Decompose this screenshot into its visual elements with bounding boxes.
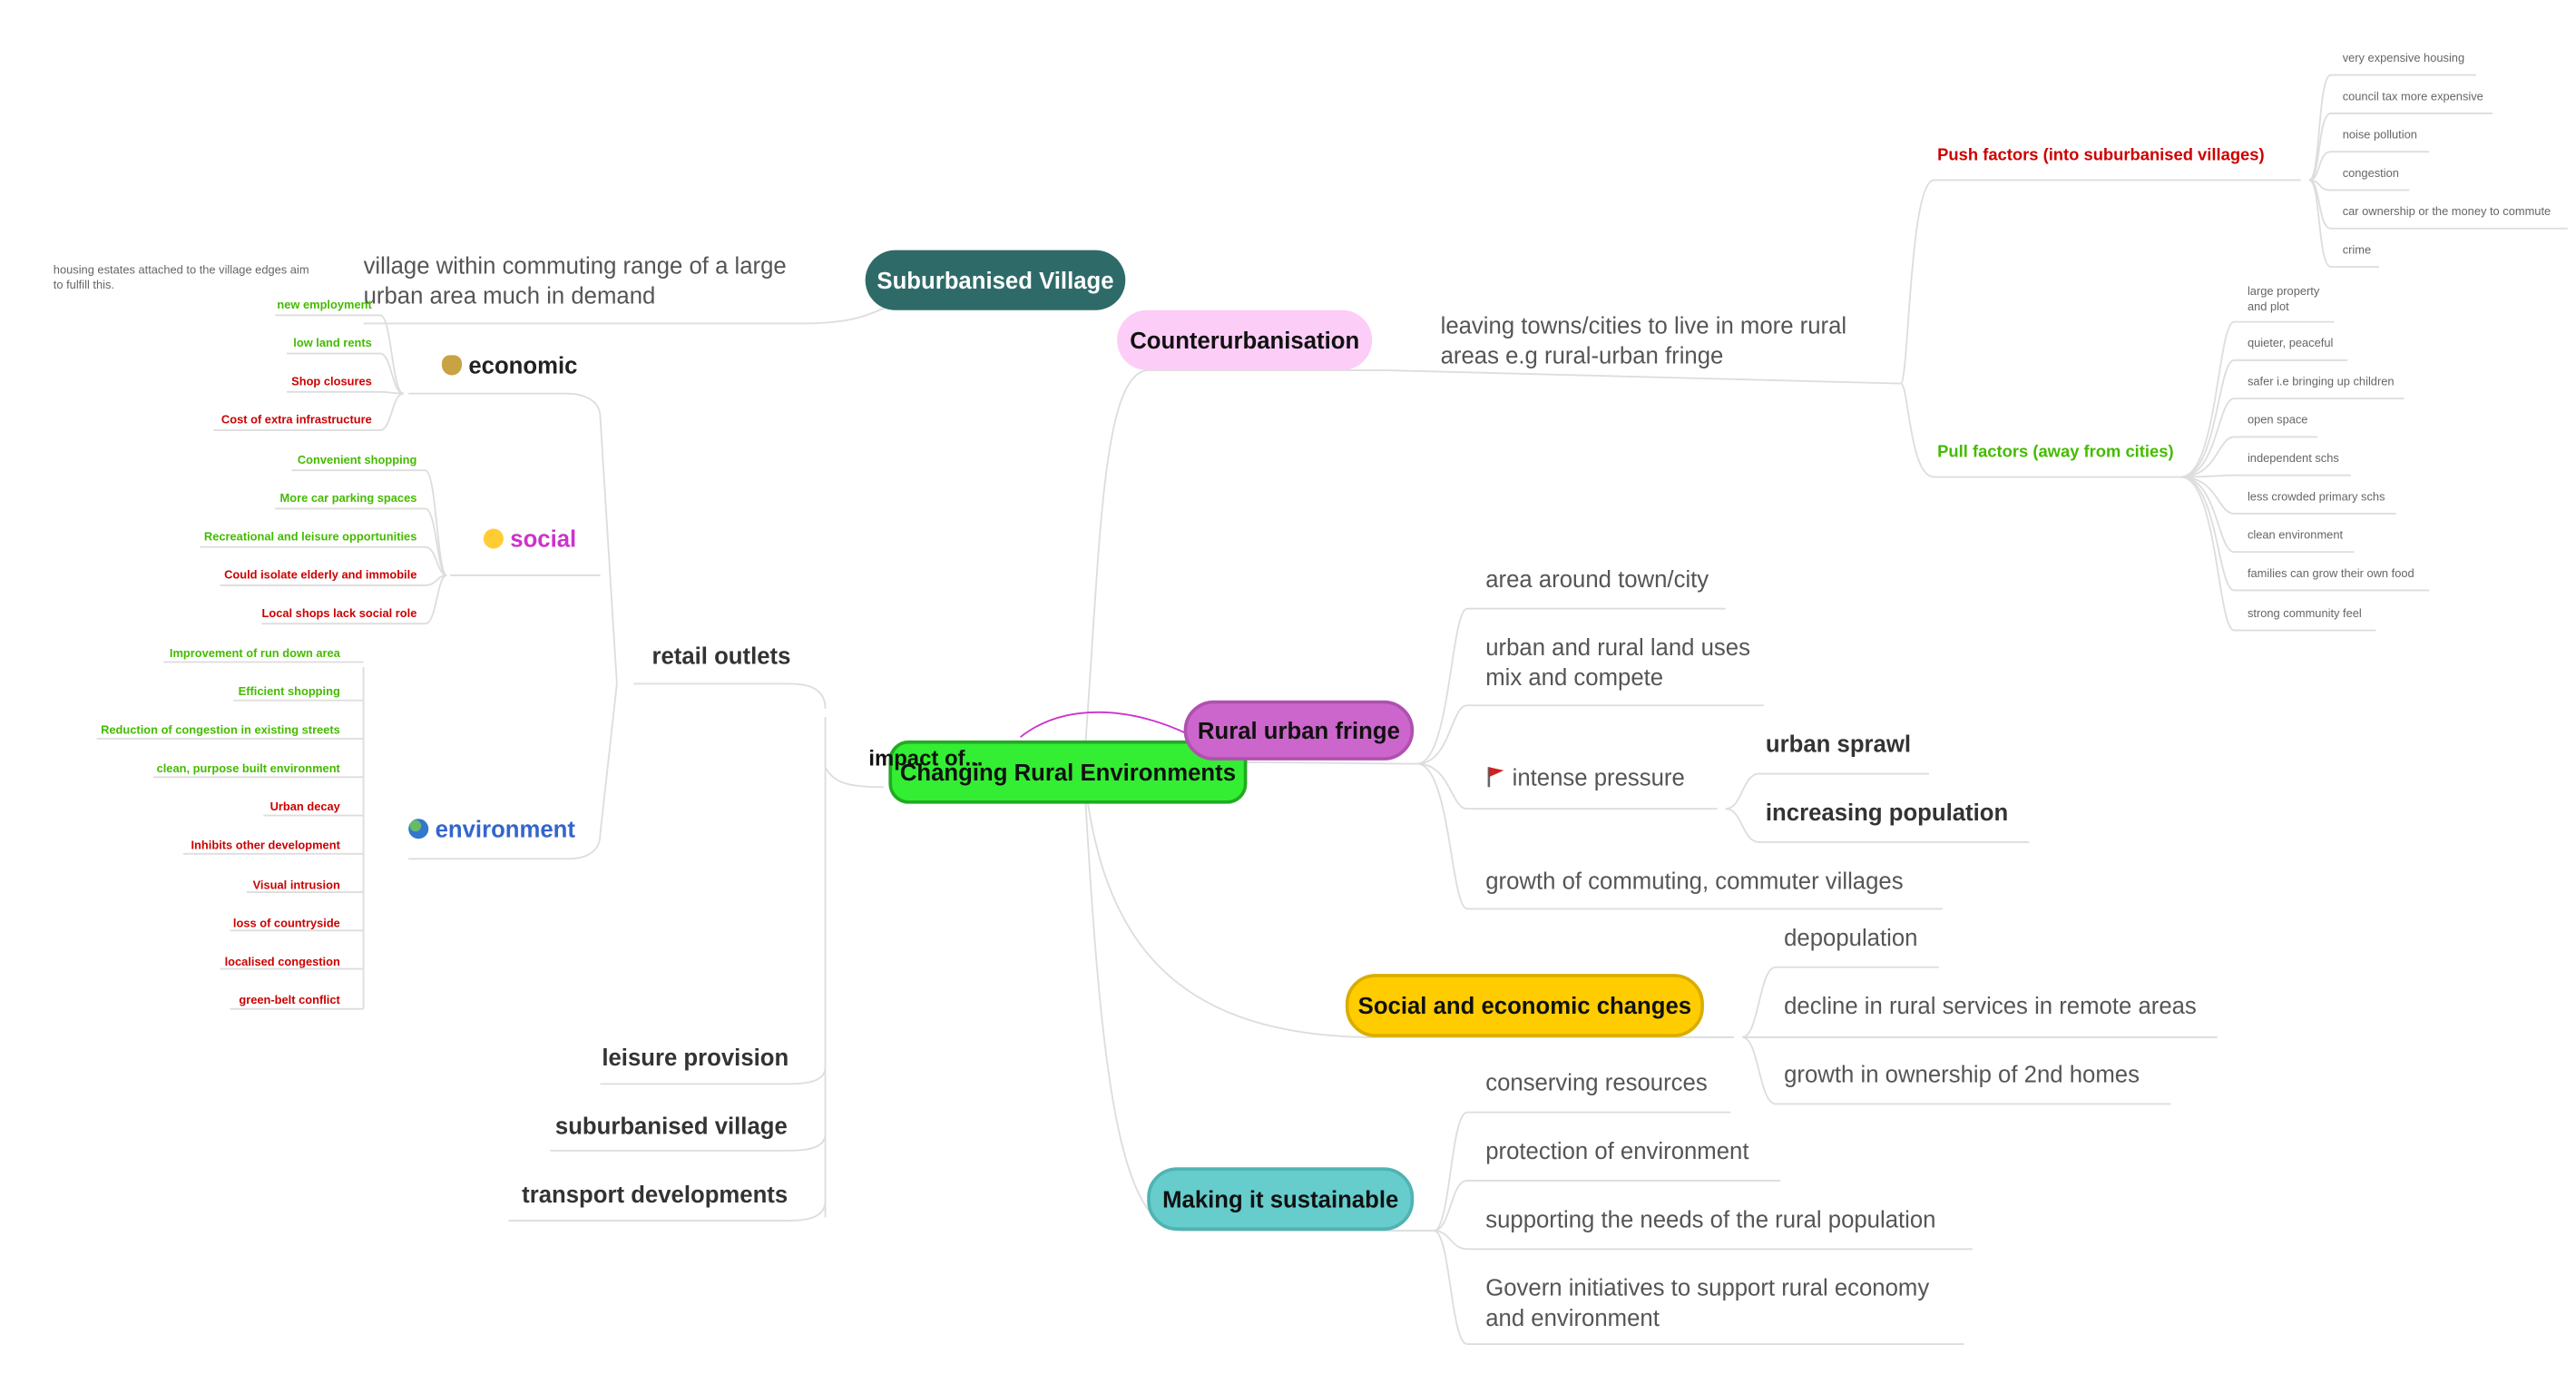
economic-text: economic <box>468 351 578 379</box>
suburbanised-village-impact[interactable]: suburbanised village <box>554 1112 788 1140</box>
leisure-provision[interactable]: leisure provision <box>602 1044 789 1071</box>
environment-text: environment <box>435 815 575 842</box>
social-economic-topic[interactable]: Social and economic changes <box>1345 974 1704 1037</box>
social-economic-item: growth in ownership of 2nd homes <box>1784 1060 2140 1088</box>
economic-item: new employment <box>277 299 372 312</box>
fringe-commuting: growth of commuting, commuter villages <box>1485 867 1904 894</box>
push-item: crime <box>2342 245 2372 257</box>
push-factors-label[interactable]: Push factors (into suburbanised villages… <box>1937 146 2265 165</box>
smiley-icon <box>483 528 504 549</box>
social-item: Local shops lack social role <box>261 608 417 621</box>
push-item: very expensive housing <box>2342 53 2465 65</box>
economic-item: Shop closures <box>291 377 372 389</box>
counterurbanisation-definition: leaving towns/cities to live in more rur… <box>1440 311 1847 369</box>
economic-item: Cost of extra infrastructure <box>220 415 372 427</box>
retail-outlets[interactable]: retail outlets <box>651 642 791 669</box>
pull-item: safer i.e bringing up children <box>2247 377 2395 389</box>
pull-item: large property and plot <box>2247 287 2320 314</box>
impact-label: impact of... <box>868 745 984 771</box>
fringe-land-uses: urban and rural land uses mix and compet… <box>1485 633 1750 691</box>
economic-label[interactable]: economic <box>441 351 578 380</box>
fringe-pressure: intense pressure <box>1485 764 1685 792</box>
environment-item: Inhibits other development <box>191 840 340 852</box>
pull-item: open space <box>2247 415 2308 427</box>
sustainable-item: protection of environment <box>1485 1137 1749 1164</box>
sustainable-item: conserving resources <box>1485 1068 1708 1096</box>
environment-item: Efficient shopping <box>238 687 340 699</box>
environment-item: Urban decay <box>269 801 340 814</box>
social-label[interactable]: social <box>483 525 577 554</box>
environment-item: clean, purpose built environment <box>156 763 340 776</box>
social-item: Could isolate elderly and immobile <box>224 570 417 583</box>
transport-developments[interactable]: transport developments <box>522 1180 788 1208</box>
red-flag-icon <box>1485 765 1505 789</box>
environment-item: Reduction of congestion in existing stre… <box>101 725 340 738</box>
push-item: car ownership or the money to commute <box>2342 206 2552 219</box>
social-item: Recreational and leisure opportunities <box>203 532 417 545</box>
globe-icon <box>408 819 429 839</box>
push-item: council tax more expensive <box>2342 92 2483 103</box>
social-item: More car parking spaces <box>279 493 417 506</box>
pull-item: less crowded primary schs <box>2247 492 2385 504</box>
rural-urban-fringe-topic[interactable]: Rural urban fringe <box>1183 700 1415 761</box>
social-economic-item: depopulation <box>1784 923 1918 951</box>
suburbanised-definition: village within commuting range of a larg… <box>363 251 787 309</box>
pull-item: strong community feel <box>2247 608 2362 621</box>
sustainable-item: Govern initiatives to support rural econ… <box>1485 1273 1930 1331</box>
central-topic[interactable]: Changing Rural Environments <box>888 740 1248 804</box>
fringe-area: area around town/city <box>1485 564 1709 593</box>
pull-item: families can grow their own food <box>2247 568 2414 581</box>
social-economic-item: decline in rural services in remote area… <box>1784 992 2197 1019</box>
suburbanised-village-topic[interactable]: Suburbanised Village <box>865 250 1126 310</box>
pressure-label: intense pressure <box>1512 763 1685 790</box>
pull-item: quieter, peaceful <box>2247 339 2334 350</box>
counterurbanisation-topic[interactable]: Counterurbanisation <box>1117 309 1373 370</box>
increasing-population: increasing population <box>1765 799 2009 826</box>
sustainable-topic[interactable]: Making it sustainable <box>1147 1167 1415 1232</box>
social-text: social <box>510 525 577 553</box>
environment-label[interactable]: environment <box>408 816 575 844</box>
suburbanised-note: housing estates attached to the village … <box>53 265 309 292</box>
environment-item: Visual intrusion <box>252 880 340 893</box>
push-item: noise pollution <box>2342 130 2417 142</box>
pull-item: independent schs <box>2247 453 2339 466</box>
pull-item: clean environment <box>2247 530 2344 543</box>
environment-item: localised congestion <box>224 957 340 969</box>
sustainable-item: supporting the needs of the rural popula… <box>1485 1205 1936 1232</box>
pull-factors-label[interactable]: Pull factors (away from cities) <box>1937 443 2174 462</box>
push-item: congestion <box>2342 168 2399 181</box>
environment-item: loss of countryside <box>232 918 340 931</box>
economic-item: low land rents <box>293 339 372 350</box>
urban-sprawl: urban sprawl <box>1765 730 1912 758</box>
money-bag-icon <box>441 355 462 376</box>
environment-item: Improvement of run down area <box>169 648 340 661</box>
environment-item: green-belt conflict <box>239 995 340 1007</box>
social-item: Convenient shopping <box>297 455 417 467</box>
